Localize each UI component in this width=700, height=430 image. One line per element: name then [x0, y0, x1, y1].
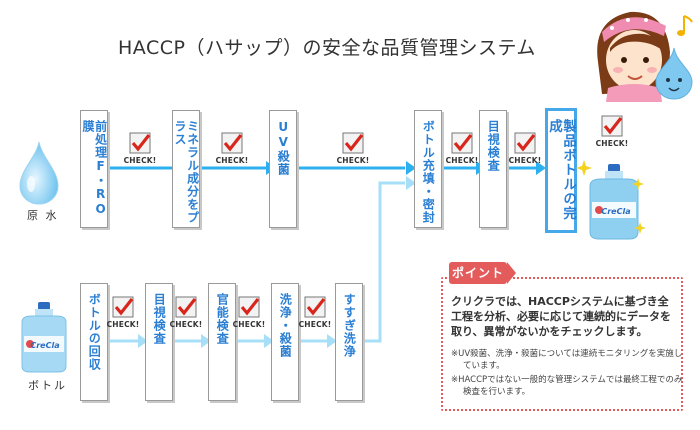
checkmark-icon — [304, 296, 326, 318]
step-mineral: ミネラル成分をプラス — [172, 110, 200, 228]
checkmark-icon — [175, 296, 197, 318]
checkmark-icon — [514, 132, 536, 154]
point-tab: ポイント — [449, 262, 516, 284]
check-label: CHECK! — [169, 320, 203, 329]
check-label: CHECK! — [106, 320, 140, 329]
bottle-brand-text: CreCla — [30, 341, 59, 350]
check-mark: CHECK! — [164, 296, 208, 336]
check-label: CHECK! — [336, 156, 370, 165]
water-source-label: 原 水 — [27, 209, 59, 222]
check-label: CHECK! — [215, 156, 249, 165]
check-mark: CHECK! — [101, 296, 145, 336]
water-bottle-icon: CreCla — [21, 302, 67, 373]
sparkle-icon — [632, 178, 644, 190]
step-filling: ボトル充填・密封 — [414, 110, 442, 228]
arrow-head — [327, 334, 337, 348]
checkmark-icon — [221, 132, 243, 154]
point-main-text: クリクラでは、HACCPシステムに基づき全工程を分析、必要に応じて連続的にデータ… — [451, 295, 671, 338]
arrow-head — [264, 334, 274, 348]
step-visual-bottom: 目視検査 — [145, 283, 173, 401]
check-mark: CHECK! — [440, 132, 484, 172]
step-bottle-collection: ボトルの回収 — [80, 283, 108, 401]
arrow-head — [406, 176, 416, 190]
check-label: CHECK! — [298, 320, 332, 329]
check-mark: CHECK! — [227, 296, 271, 336]
step-pretreatment: 前処理F・RO膜 — [80, 110, 108, 228]
check-mark: CHECK! — [503, 132, 547, 172]
check-label: CHECK! — [232, 320, 266, 329]
step-final-product: 製品ボトルの完成 — [545, 108, 577, 233]
step-wash-sterilize: 洗浄・殺菌 — [271, 283, 299, 401]
step-uv: UV殺菌 — [269, 110, 297, 228]
step-sensory: 官能検査 — [208, 283, 236, 401]
point-note-2: ※HACCPではない一般的な管理システムでは最終工程でのみ検査を行います。 — [451, 375, 683, 397]
checkmark-icon — [238, 296, 260, 318]
check-mark: CHECK! — [590, 115, 634, 155]
bottle-source-label: ボトル — [28, 379, 67, 392]
arrow-head — [201, 334, 211, 348]
checkmark-icon — [342, 132, 364, 154]
sparkle-icon — [634, 222, 646, 234]
point-note-1: ※UV殺菌、洗浄・殺菌については連続モニタリングを実施しています。 — [451, 349, 683, 371]
arrow-head — [138, 334, 148, 348]
step-rinse: すすぎ洗浄 — [335, 283, 363, 401]
check-label: CHECK! — [445, 156, 479, 165]
arrow-head — [536, 161, 546, 175]
water-drop-icon — [19, 141, 59, 205]
checkmark-icon — [112, 296, 134, 318]
checkmark-icon — [129, 132, 151, 154]
mascot-character — [597, 11, 693, 102]
check-mark: CHECK! — [331, 132, 375, 172]
checkmark-icon — [601, 115, 623, 137]
connector-line — [368, 181, 405, 343]
check-label: CHECK! — [595, 139, 629, 148]
step-visual-top: 目視検査 — [479, 110, 507, 228]
check-mark: CHECK! — [118, 132, 162, 172]
checkmark-icon — [451, 132, 473, 154]
page-title: HACCP（ハサップ）の安全な品質管理システム — [118, 37, 536, 59]
check-label: CHECK! — [123, 156, 157, 165]
check-label: CHECK! — [508, 156, 542, 165]
check-mark: CHECK! — [210, 132, 254, 172]
point-callout — [441, 277, 683, 411]
product-bottle-icon: CreCla — [589, 164, 639, 240]
sparkle-icon — [576, 160, 592, 176]
arrow-head — [406, 161, 416, 175]
check-mark: CHECK! — [293, 296, 337, 336]
bottle-brand-text: CreCla — [601, 207, 630, 216]
